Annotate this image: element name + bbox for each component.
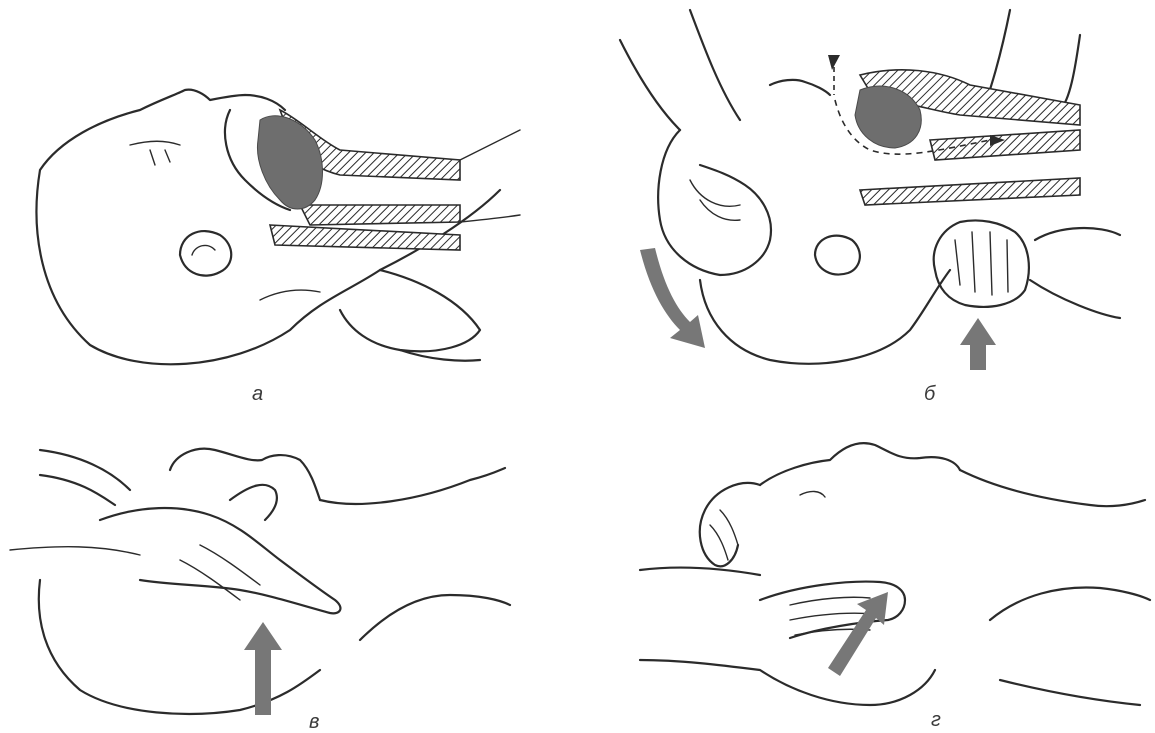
ear bbox=[180, 231, 231, 276]
rescuer-arm-upper bbox=[40, 450, 130, 505]
jaw-push-arrow bbox=[828, 592, 888, 676]
panel-g: г bbox=[640, 443, 1150, 731]
hand-on-jaw bbox=[100, 508, 340, 613]
panel-label-g: г bbox=[931, 709, 941, 731]
head-outline bbox=[760, 443, 960, 485]
airway-hatch-middle bbox=[930, 130, 1080, 160]
head-tilt-arrow bbox=[640, 248, 705, 348]
tongue-blocking-airway bbox=[257, 116, 322, 209]
hand-under-jaw bbox=[934, 220, 1029, 306]
airway-hatch-front bbox=[270, 225, 460, 250]
head-outline bbox=[170, 449, 320, 500]
hand-on-forehead bbox=[658, 130, 771, 275]
panel-b: б bbox=[620, 10, 1120, 405]
ear bbox=[815, 236, 860, 275]
airway-hatch-lower bbox=[860, 178, 1080, 205]
rescuer-arm bbox=[620, 10, 740, 130]
airway-hatch-lower bbox=[300, 205, 460, 225]
jaw-lift-arrow bbox=[960, 318, 996, 370]
panel-label-b: б bbox=[924, 383, 936, 405]
panel-a: а bbox=[37, 90, 520, 405]
panel-label-v: в bbox=[309, 711, 319, 733]
panel-v: в bbox=[10, 449, 510, 733]
jaw-thrust-arrow bbox=[244, 622, 282, 715]
panel-label-a: а bbox=[252, 383, 263, 405]
